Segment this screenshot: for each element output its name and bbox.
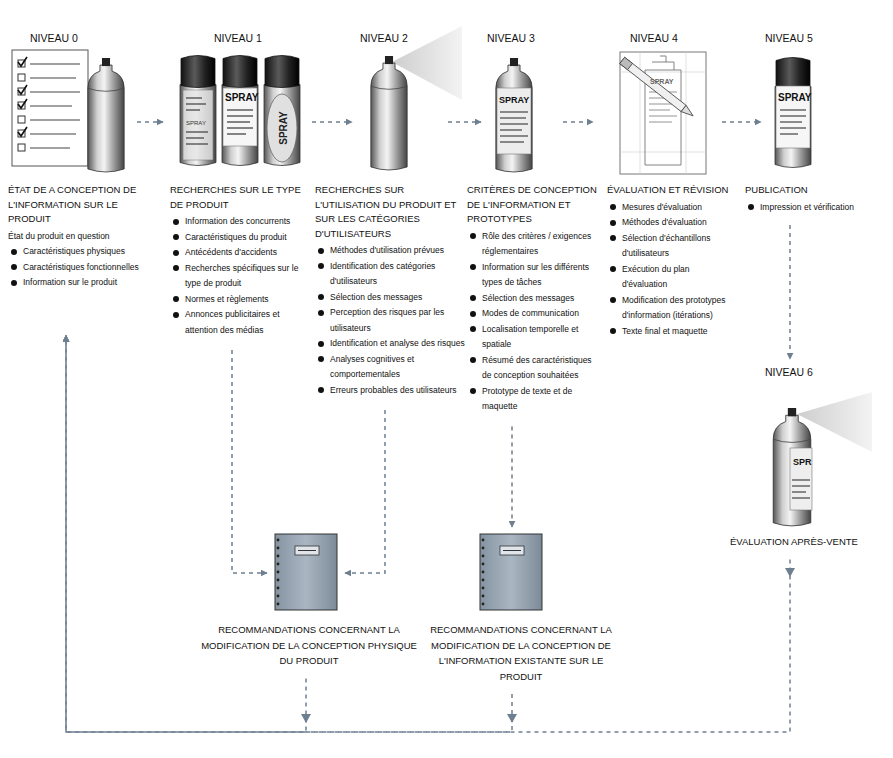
can-label: SPRAY [225,93,259,103]
notebook-icon [480,534,542,610]
stage-block: NIVEAU 0 ÉTAT DE A CONCEPTION DE L'INFORM… [8,30,160,291]
dashed-arrow [232,350,267,573]
bullet-item: Rôle des critères / exigences réglementa… [467,229,599,260]
notebook-icon [275,534,337,610]
bullet-item: Impression et vérification [745,200,885,216]
dashed-arrow [66,336,306,733]
can-label: SPRAY [778,93,812,103]
bullet-item: Caractéristiques physiques [8,244,160,260]
stage-title: RECOMMANDATIONS CONCERNANT LA MODIFICATI… [423,622,619,684]
labelled-can [496,58,532,172]
bullet-item: Information des concurrents [170,214,312,230]
bullet-item: Erreurs probables des utilisateurs [315,383,465,399]
spray-can [88,58,124,172]
bullet-item: Information sur le produit [8,275,160,291]
sub-heading: État du produit en question [8,229,160,245]
bullet-item: Modes de communication [467,306,599,322]
bullet-item: Sélection d'échantillons d'utilisateurs [607,231,735,262]
design-sketch [620,52,706,174]
bullet-item: Perception des risques par les utilisate… [315,305,465,336]
level-heading: NIVEAU 0 [8,30,160,46]
bullet-item: Méthodes d'utilisation prévues [315,243,465,259]
stage-title: ÉVALUATION APRÈS-VENTE [716,535,872,550]
bullet-item: Information sur les différents types de … [467,260,599,291]
bullet-item: Identification des catégories d'utilisat… [315,259,465,290]
bullet-item: Sélection des messages [315,290,465,306]
stage-title: RECHERCHES SUR LE TYPE DE PRODUIT [170,183,312,212]
stage-title: ÉTAT DE A CONCEPTION DE L'INFORMATION SU… [8,183,160,227]
stage-title: RECOMMANDATIONS CONCERNANT LA MODIFICATI… [198,622,420,669]
stage-block: NIVEAU 4 ÉVALUATION ET RÉVISION Mesures d'… [607,30,735,339]
level-heading: NIVEAU 2 [315,30,465,46]
level-heading: NIVEAU 4 [607,30,735,46]
stage-title: ÉVALUATION ET RÉVISION [607,183,735,198]
dashed-arrow [66,336,790,733]
stage-title: RECHERCHES SUR L'UTILISATION DU PRODUIT … [315,183,465,241]
bullet-item: Analyses cognitives et comportementales [315,352,465,383]
dashed-arrow [345,410,385,573]
dashed-arrow [511,427,513,528]
can-label: SPR [793,458,812,467]
level-heading: NIVEAU 6 [716,364,872,380]
stage-block: NIVEAU 5 PUBLICATION Impression et vérific… [745,30,885,215]
level-heading: NIVEAU 3 [467,30,599,46]
dashed-arrow [722,121,761,123]
dashed-arrow [563,121,593,123]
bullet-item: Mesures d'évaluation [607,200,735,216]
stage-block: NIVEAU 2 RECHERCHES SUR L'UTILISATION DU … [315,30,465,398]
can-label: SPRAY [186,120,206,126]
bullet-item: Identification et analyse des risques [315,336,465,352]
after-sale-can [773,392,872,526]
dashed-arrow [66,336,512,733]
spray-cans [180,56,300,166]
bullet-item: Annonces publicitaires et attention des … [170,307,312,338]
bullet-item: Modification des prototypes d'informatio… [607,293,735,324]
bullet-item: Antécédents d'accidents [170,245,312,261]
can-label: SPRAY [650,78,673,85]
bullet-item: Prototype de texte et de maquette [467,384,599,415]
checklist-sheet [12,50,88,166]
bullet-item: Recherches spécifiques sur le type de pr… [170,261,312,292]
dashed-arrow [137,121,163,123]
dashed-arrow [448,121,481,123]
published-can [775,58,811,168]
dashed-arrow [789,225,791,359]
stage-title: PUBLICATION [745,183,885,198]
stage-title: CRITÈRES DE CONCEPTION DE L'INFORMATION … [467,183,599,227]
bullet-item: Normes et règlements [170,292,312,308]
dashed-arrow [312,121,352,123]
stage-block: NIVEAU 3 CRITÈRES DE CONCEPTION DE L'INFO… [467,30,599,415]
bullet-item: Caractéristiques fonctionnelles [8,260,160,276]
bullet-item: Localisation temporelle et spatiale [467,322,599,353]
bullet-item: Texte final et maquette [607,324,735,340]
stage-block: RECOMMANDATIONS CONCERNANT LA MODIFICATI… [198,530,420,671]
can-label: SPRAY [499,96,529,105]
spray-can [371,56,407,170]
stage-block: RECOMMANDATIONS CONCERNANT LA MODIFICATI… [423,530,619,686]
bullet-item: Résumé des caractéristiques de conceptio… [467,353,599,384]
bullet-item: Caractéristiques du produit [170,230,312,246]
bullet-item: Sélection des messages [467,291,599,307]
stage-block: NIVEAU 1 RECHERCHES SUR LE TYPE DE PRODUI… [170,30,312,338]
level-heading: NIVEAU 5 [745,30,885,46]
bullet-item: Exécution du plan d'évaluation [607,262,735,293]
level-heading: NIVEAU 1 [170,30,312,46]
bullet-item: Méthodes d'évaluation [607,215,735,231]
can-label: SPRAY [279,111,289,145]
